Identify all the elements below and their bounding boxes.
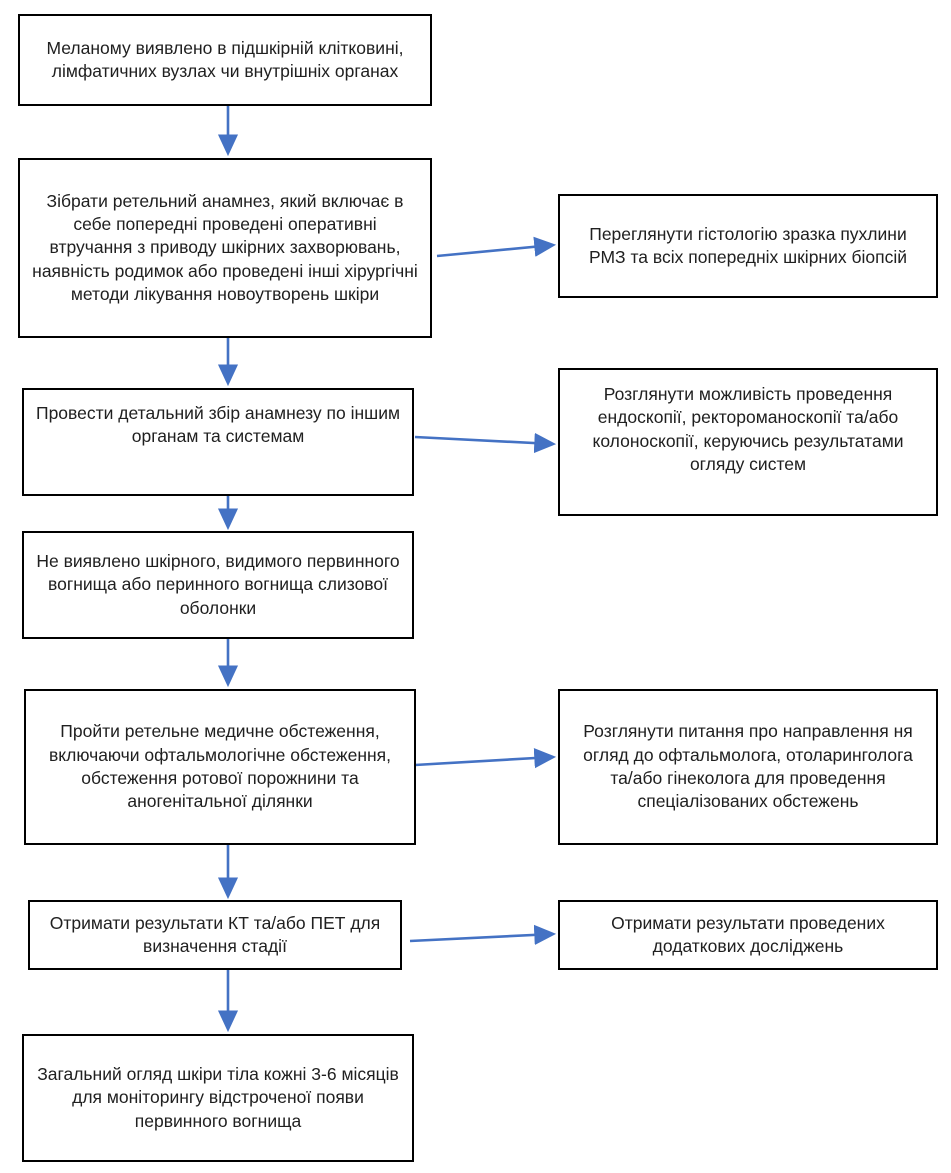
connector-n5-n5r bbox=[414, 747, 557, 769]
flow-node-consider-endoscopy[interactable]: Розглянути можливість проведення ендоско… bbox=[558, 368, 938, 516]
flow-node-thorough-medical-exam[interactable]: Пройти ретельне медичне обстеження, вклю… bbox=[24, 689, 416, 845]
connector-n3-n3r bbox=[414, 432, 557, 454]
flow-node-text: Розглянути можливість проведення ендоско… bbox=[592, 384, 904, 474]
flow-node-text: Переглянути гістологію зразка пухлини РМ… bbox=[588, 223, 908, 267]
flow-node-text: Зібрати ретельний анамнез, який включає … bbox=[32, 190, 418, 304]
flow-node-no-primary-lesion[interactable]: Не виявлено шкірного, видимого первинног… bbox=[22, 531, 414, 639]
flow-node-ct-pet-staging[interactable]: Отримати результати КТ та/або ПЕТ для ви… bbox=[28, 900, 402, 970]
flow-node-obtain-additional-results[interactable]: Отримати результати проведених додаткови… bbox=[558, 900, 938, 970]
connector-n6-n6r bbox=[409, 924, 557, 946]
flow-node-text: Отримати результати КТ та/або ПЕТ для ви… bbox=[49, 912, 381, 956]
flow-node-collect-history[interactable]: Зібрати ретельний анамнез, який включає … bbox=[18, 158, 432, 338]
connector-n2-n2r bbox=[436, 236, 557, 258]
flow-node-text: Загальний огляд шкіри тіла кожні 3-6 міс… bbox=[37, 1064, 399, 1131]
flow-node-review-histology[interactable]: Переглянути гістологію зразка пухлини РМ… bbox=[558, 194, 938, 298]
flow-node-text: Розглянути питання про направлення ня ог… bbox=[583, 721, 913, 812]
flow-node-skin-surveillance[interactable]: Загальний огляд шкіри тіла кожні 3-6 міс… bbox=[22, 1034, 414, 1162]
flow-node-text: Пройти ретельне медичне обстеження, вклю… bbox=[48, 721, 391, 812]
flow-node-text: Отримати результати проведених додаткови… bbox=[611, 912, 885, 956]
flow-node-text: Провести детальний збір анамнезу по інши… bbox=[35, 403, 400, 447]
flow-node-consider-referral-specialists[interactable]: Розглянути питання про направлення ня ог… bbox=[558, 689, 938, 845]
flow-node-text: Меланому виявлено в підшкірній клітковин… bbox=[46, 37, 404, 81]
flow-node-detailed-history-other-organs[interactable]: Провести детальний збір анамнезу по інши… bbox=[22, 388, 414, 496]
flow-node-text: Не виявлено шкірного, видимого первинног… bbox=[36, 551, 400, 618]
flow-node-melanoma-detected[interactable]: Меланому виявлено в підшкірній клітковин… bbox=[18, 14, 432, 106]
